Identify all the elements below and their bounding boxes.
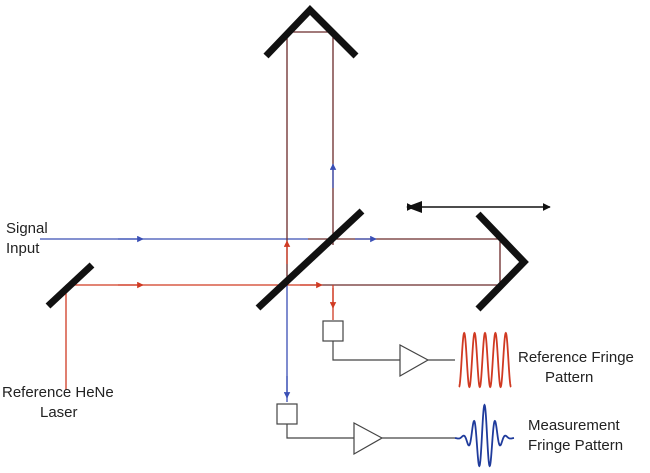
beam-paths [40,31,501,402]
signal-input-label-line2: Input [6,240,40,257]
mirror-motion-arrowhead-left [406,201,422,213]
reference-detector [322,320,344,342]
reference-amplifier [399,343,430,378]
measurement-detection-chain [276,403,515,468]
reference-laser-label-line1: Reference HeNe [2,384,114,401]
reference-fringe-label-line1: Reference Fringe [518,349,634,366]
optics [45,4,551,312]
reference-laser-fold-mirror [45,262,95,309]
measurement-fringe-label-line2: Fringe Pattern [528,437,623,454]
moving-mirror [475,211,529,312]
measurement-fringe-label-line1: Measurement [528,417,621,434]
reference-detector-wire [332,341,400,361]
reference-laser-label-line2: Laser [40,404,78,421]
measurement-detector [276,403,298,425]
reference-fringe-waveform [458,331,512,389]
measurement-detector-wire [286,424,354,439]
fixed-mirror [263,4,359,59]
signal-input-label-line1: Signal [6,220,48,237]
measurement-fringe-waveform [454,403,515,468]
measurement-amplifier [353,421,384,456]
reference-detection-chain [322,320,512,389]
reference-fringe-label-line2: Pattern [545,369,593,386]
labels: Signal Input Reference HeNe Laser Refere… [2,220,634,454]
beam-splitter [255,208,365,311]
